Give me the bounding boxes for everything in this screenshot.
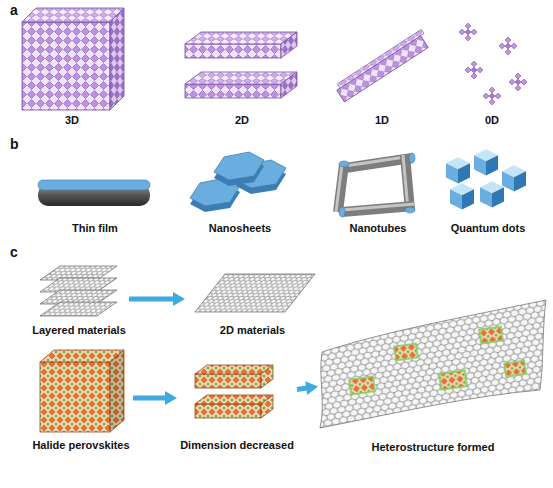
figure-caption: Quantum dots [451,222,526,235]
illustrated-item: Layered materials [29,260,129,338]
item-caption: Layered materials [32,324,126,338]
item-caption: 2D materials [220,324,285,338]
illustrated-item: Dimension decreased [177,343,297,453]
figure-caption: 0D [485,114,499,127]
process-arrow [297,381,318,395]
illustrated-item: 2D materials [185,260,320,338]
arrow-head [305,381,318,395]
item-caption: Halide perovskites [32,439,129,453]
process-arrow [133,391,177,405]
item-caption: Heterostructure formed [372,441,495,455]
figure-caption: 1D [375,114,389,127]
figure-caption: Thin film [72,222,118,235]
arrow-head [173,292,185,306]
figure-caption: 2D [235,114,249,127]
figure-caption: 3D [65,114,79,127]
figure-caption: Nanosheets [209,222,271,235]
item-caption: Dimension decreased [180,439,294,453]
panel-letter: c [10,244,18,260]
panel-letter: b [10,136,19,152]
arrow-shaft [133,396,167,401]
arrow-head [165,391,177,405]
process-arrow [129,292,185,306]
illustrated-item: Heterostructure formed [318,285,548,455]
arrow-shaft [129,297,175,302]
illustrated-item: Halide perovskites [29,343,133,453]
figure-caption: Nanotubes [350,222,407,235]
panel-letter: a [10,2,18,18]
